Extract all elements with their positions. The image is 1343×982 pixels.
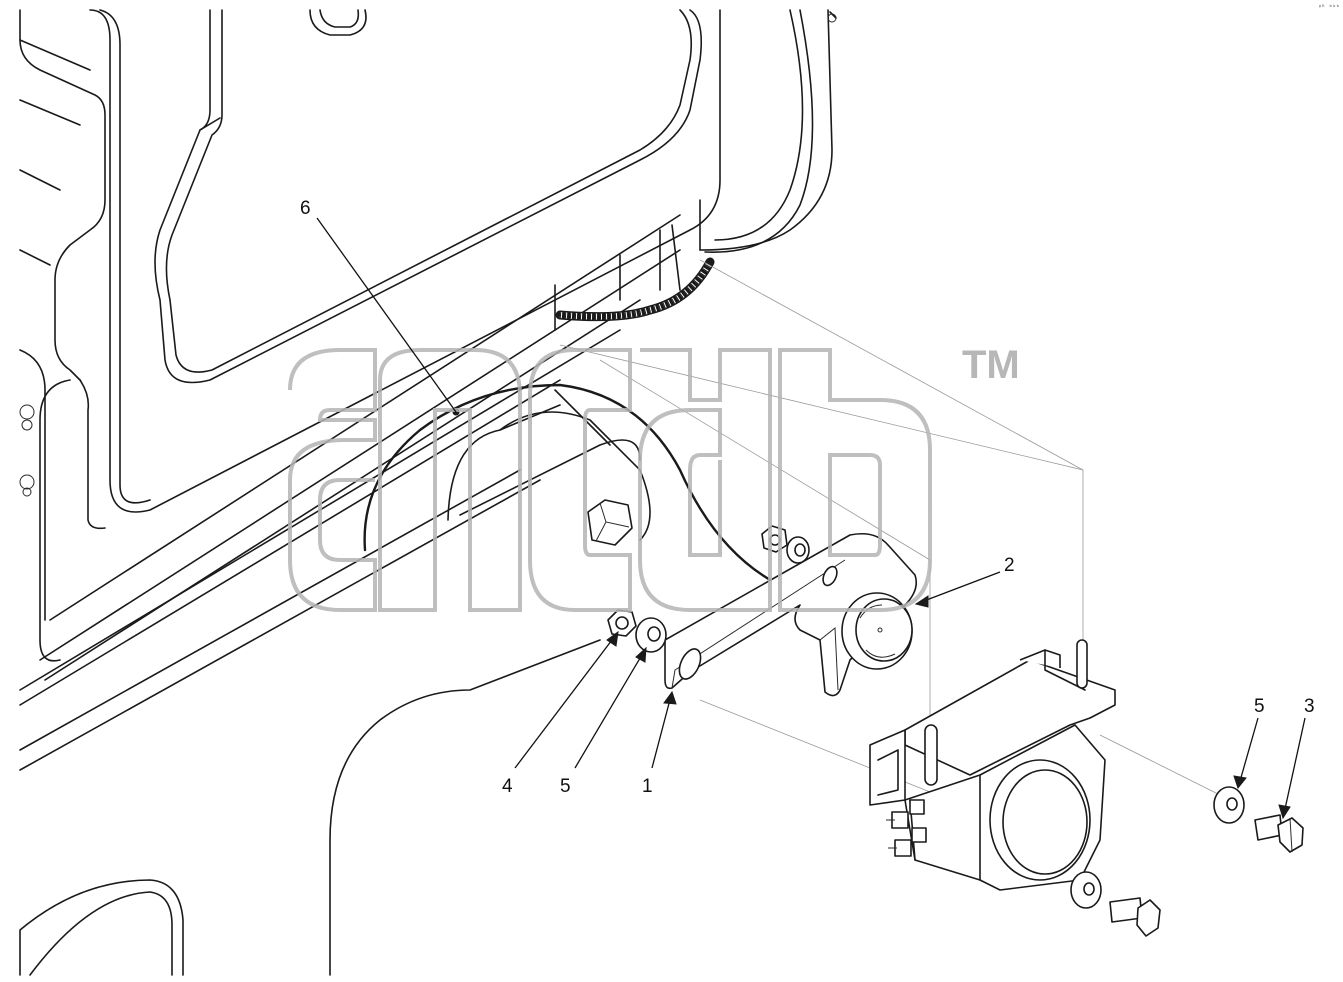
nut-upper xyxy=(761,525,788,553)
mounting-bracket xyxy=(664,532,918,697)
callout-2: 2 xyxy=(914,555,1015,608)
wire-cable xyxy=(363,383,792,592)
callout-3: 3 xyxy=(1278,696,1315,820)
callout-5-right: 5 xyxy=(1233,696,1265,790)
callout-5-left: 5 xyxy=(560,646,647,797)
cab-panel xyxy=(19,9,837,976)
hex-bolt-lower xyxy=(1109,897,1161,937)
callout-label-4: 4 xyxy=(502,776,513,797)
flat-washer-item-5-left xyxy=(635,617,667,653)
callout-1: 1 xyxy=(642,690,677,797)
washer-upper xyxy=(786,536,810,564)
corner-code: ᵍᴿ ᵇᵇᵇ xyxy=(1318,4,1340,11)
wiring-harness-corrugated xyxy=(555,257,715,322)
callout-label-1: 1 xyxy=(642,776,653,797)
relay-switch-body xyxy=(869,639,1116,891)
callout-label-5-left: 5 xyxy=(560,776,571,797)
hex-nut-item-4 xyxy=(607,609,637,637)
callout-label-5-right: 5 xyxy=(1254,696,1265,717)
watermark-logo: TM xyxy=(288,343,1020,612)
watermark-trademark: TM xyxy=(962,343,1020,387)
callout-4: 4 xyxy=(502,630,619,797)
callout-label-6: 6 xyxy=(300,198,311,219)
hex-bolt-item-3 xyxy=(1254,814,1304,853)
callout-label-3: 3 xyxy=(1304,696,1315,717)
callout-6: 6 xyxy=(300,198,457,413)
flat-washer-item-5-right xyxy=(1213,786,1245,824)
hex-bolt-on-tank xyxy=(587,499,633,546)
flat-washer-lower xyxy=(1070,871,1102,909)
callout-label-2: 2 xyxy=(1004,555,1015,576)
